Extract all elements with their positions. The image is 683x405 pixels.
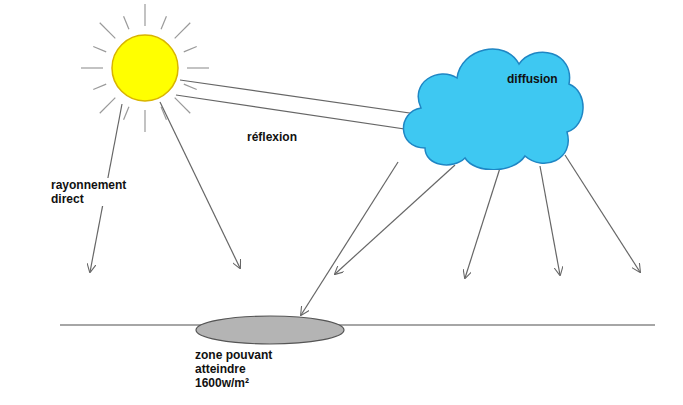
sun-ray <box>184 84 197 89</box>
sun-ray <box>124 107 129 120</box>
diffuse-ray-arrow <box>540 166 560 275</box>
diffuse-ray-arrow <box>565 155 640 272</box>
direct-radiation-label: rayonnement direct <box>50 178 142 206</box>
sun-ray <box>124 16 129 29</box>
sun-ray <box>93 47 106 52</box>
diffuse-ray-arrow <box>335 165 455 274</box>
reflection-label: réflexion <box>246 130 298 144</box>
sun-ray <box>144 4 145 26</box>
sun-rays <box>81 4 209 132</box>
sun-ray <box>144 110 145 132</box>
node-text: diffusion <box>507 72 558 86</box>
diffuse-ray-arrow <box>301 162 398 315</box>
zone-ellipse <box>196 316 344 344</box>
cloud-shape <box>403 49 583 170</box>
sun-ray <box>81 67 103 68</box>
sun-ray <box>175 23 191 39</box>
sun-ray <box>161 16 166 29</box>
sun-ray <box>175 98 191 114</box>
sun-ray <box>100 23 116 39</box>
target-zone: zone pouvant atteindre 1600w/m² <box>195 315 345 394</box>
node-text: zone pouvant atteindre 1600w/m² <box>195 348 295 390</box>
diffusion-cloud: diffusion <box>395 30 585 170</box>
sun-ray <box>184 47 197 52</box>
sun-ray <box>93 84 106 89</box>
ground-line <box>60 324 655 326</box>
sun <box>112 35 178 101</box>
sun-ray <box>187 67 209 68</box>
diffuse-ray-arrow <box>465 168 500 278</box>
cloud-outline <box>395 30 585 170</box>
direct-ray-arrow <box>160 102 240 268</box>
sun-ray <box>100 98 116 114</box>
